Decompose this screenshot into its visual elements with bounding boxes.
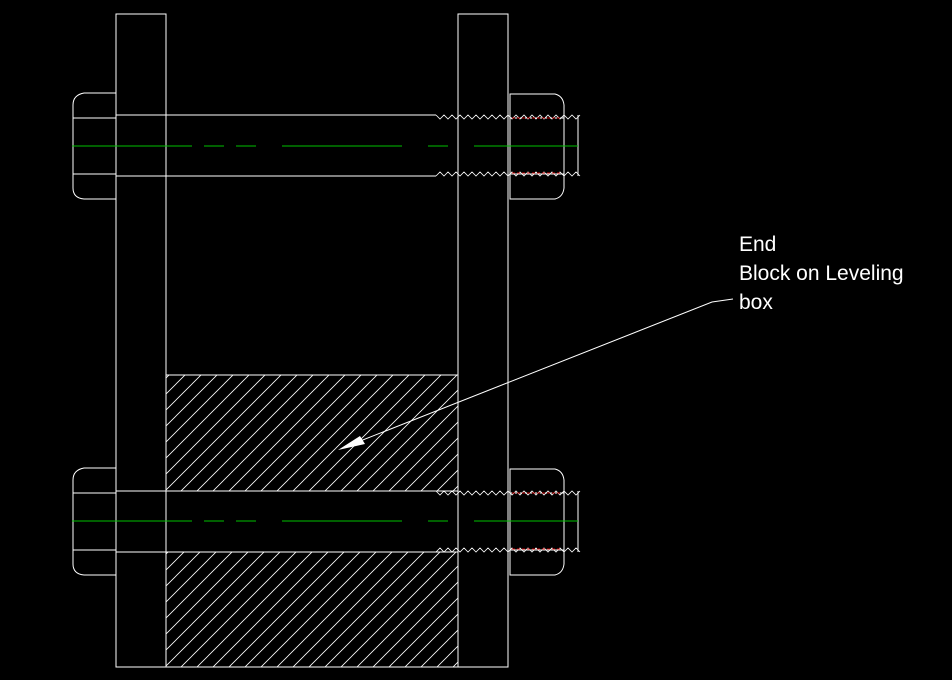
end-block xyxy=(165,374,459,668)
leader-arrowhead xyxy=(338,436,365,450)
bottom-bolt-head xyxy=(72,467,117,576)
left-side-plate xyxy=(115,13,167,668)
label-line-1: End xyxy=(739,233,777,256)
bottom-bolt-assembly xyxy=(72,467,581,576)
top-bolt-assembly xyxy=(72,92,581,200)
right-side-plate xyxy=(457,13,509,668)
end-block-lower-hatch xyxy=(165,551,459,668)
bottom-nut xyxy=(509,468,565,576)
top-bolt-head xyxy=(72,92,117,200)
end-block-upper-hatch xyxy=(165,374,459,492)
label-line-2: Block on Leveling xyxy=(739,262,904,285)
label-leader xyxy=(338,298,734,450)
top-nut xyxy=(509,93,565,200)
label-line-3: box xyxy=(739,291,773,314)
leader-line xyxy=(344,298,734,448)
top-bolt-shank xyxy=(116,114,581,177)
